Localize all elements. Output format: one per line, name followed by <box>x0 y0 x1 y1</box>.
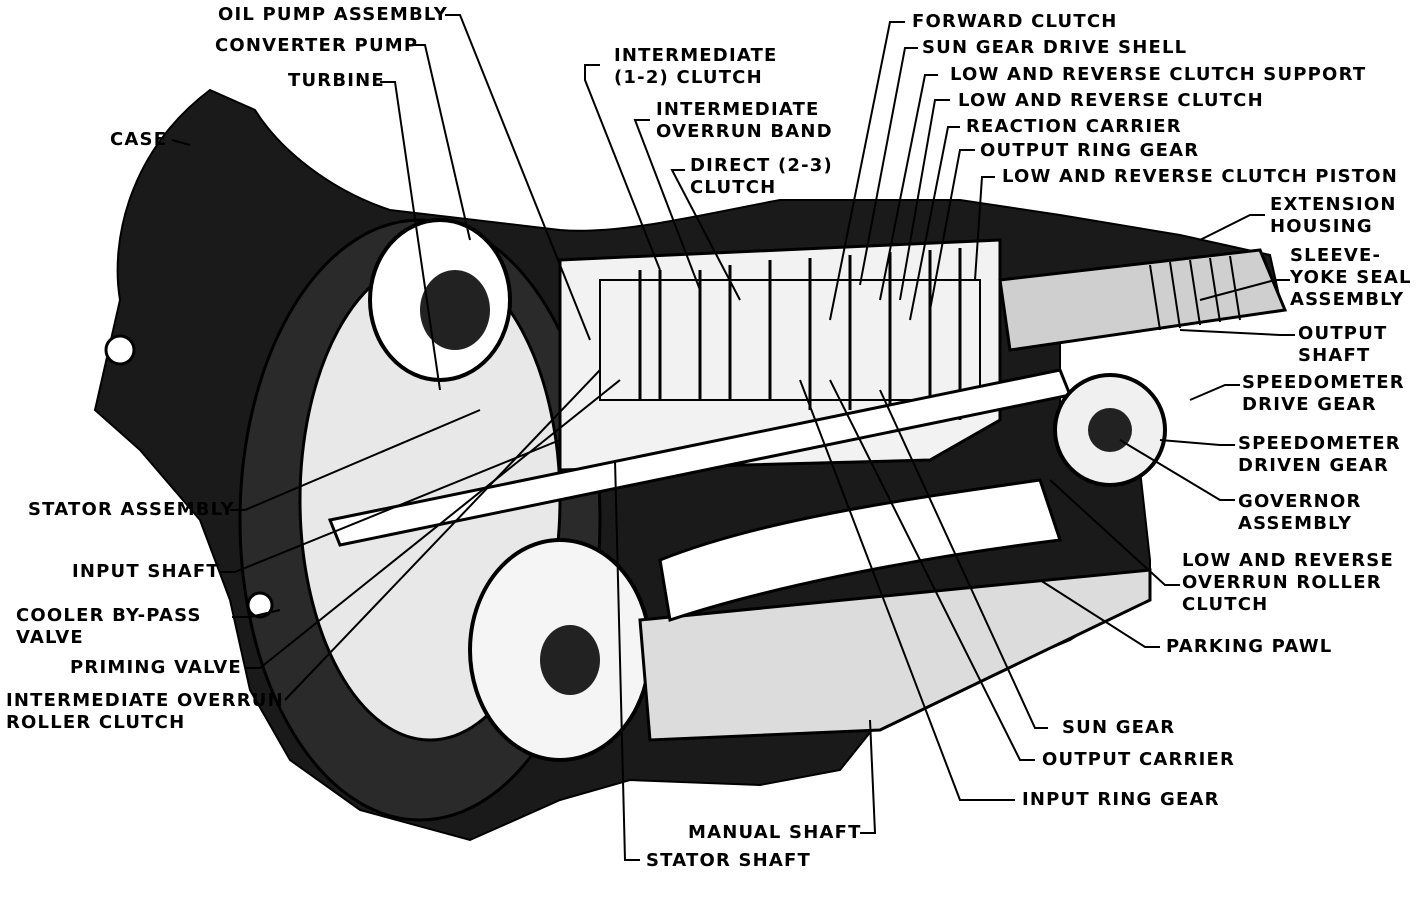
label-low-reverse-clutch: LOW AND REVERSE CLUTCH <box>958 90 1264 111</box>
label-output-shaft: OUTPUT SHAFT <box>1298 323 1388 366</box>
label-output-ring-gear: OUTPUT RING GEAR <box>980 140 1200 161</box>
label-reaction-carrier: REACTION CARRIER <box>966 116 1182 137</box>
label-speedometer-driven-gear: SPEEDOMETER DRIVEN GEAR <box>1238 433 1401 476</box>
label-stator-assembly: STATOR ASSEMBLY <box>28 499 235 520</box>
label-sun-gear-drive-shell: SUN GEAR DRIVE SHELL <box>922 37 1188 58</box>
label-converter-pump: CONVERTER PUMP <box>215 35 419 56</box>
label-speedometer-drive-gear: SPEEDOMETER DRIVE GEAR <box>1242 372 1405 415</box>
label-forward-clutch: FORWARD CLUTCH <box>912 11 1118 32</box>
label-input-ring-gear: INPUT RING GEAR <box>1022 789 1220 810</box>
label-stator-shaft: STATOR SHAFT <box>646 850 812 871</box>
label-oil-pump-assembly: OIL PUMP ASSEMBLY <box>218 4 448 25</box>
oil-pan <box>638 568 1152 742</box>
label-turbine: TURBINE <box>288 70 385 91</box>
label-sleeve-yoke-seal-assembly: SLEEVE- YOKE SEAL ASSEMBLY <box>1290 245 1412 310</box>
label-intermediate-overrun-band: INTERMEDIATE OVERRUN BAND <box>656 99 833 142</box>
label-low-reverse-clutch-support: LOW AND REVERSE CLUTCH SUPPORT <box>950 64 1367 85</box>
label-extension-housing: EXTENSION HOUSING <box>1270 194 1397 237</box>
label-direct-clutch: DIRECT (2-3) CLUTCH <box>690 155 833 198</box>
label-intermediate-clutch: INTERMEDIATE (1-2) CLUTCH <box>614 45 778 88</box>
label-sun-gear: SUN GEAR <box>1062 717 1176 738</box>
label-low-reverse-clutch-piston: LOW AND REVERSE CLUTCH PISTON <box>1002 166 1398 187</box>
label-governor-assembly: GOVERNOR ASSEMBLY <box>1238 491 1362 534</box>
extension-housing <box>998 248 1288 352</box>
label-low-reverse-overrun-roller-clutch: LOW AND REVERSE OVERRUN ROLLER CLUTCH <box>1182 550 1394 615</box>
label-parking-pawl: PARKING PAWL <box>1166 636 1333 657</box>
label-cooler-bypass-valve: COOLER BY-PASS VALVE <box>16 605 202 648</box>
label-intermediate-overrun-roller-clutch: INTERMEDIATE OVERRUN ROLLER CLUTCH <box>6 690 284 733</box>
label-priming-valve: PRIMING VALVE <box>70 657 242 678</box>
label-input-shaft: INPUT SHAFT <box>72 561 220 582</box>
label-output-carrier: OUTPUT CARRIER <box>1042 749 1236 770</box>
label-case: CASE <box>110 129 168 150</box>
label-manual-shaft: MANUAL SHAFT <box>688 822 862 843</box>
